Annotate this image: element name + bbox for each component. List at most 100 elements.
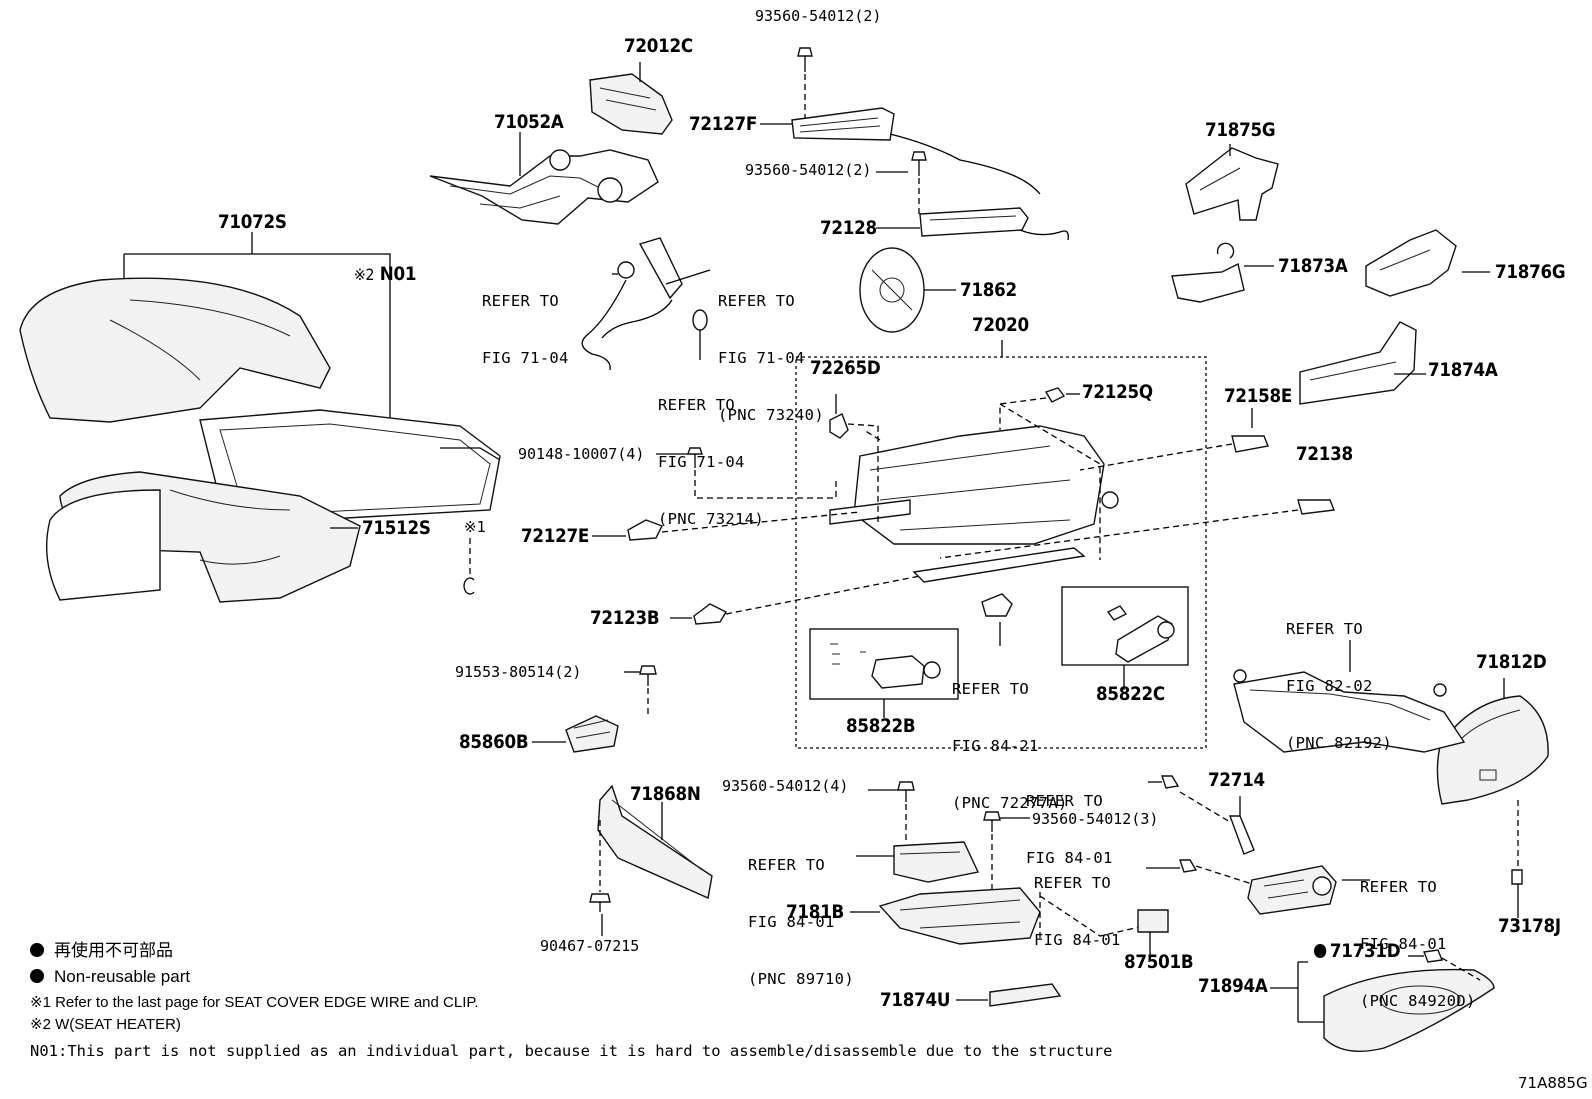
switch-84920D-drawing [1247,865,1337,915]
label-71874A: 71874A [1428,359,1498,381]
refer-line: FIG 84-21 [952,737,1039,755]
bracket-71876G-drawing [1365,229,1457,297]
label-91553-80514: 91553-80514(2) [455,663,582,681]
frame-71052A-drawing [429,149,659,225]
clip-90467-drawing [589,893,611,912]
motor-85822C-drawing [1106,605,1175,663]
label-93560-54012-4: 93560-54012(4) [722,777,849,795]
label-71868N: 71868N [630,783,701,805]
label-85860B: 85860B [459,731,529,753]
refer-line: REFER TO [1360,878,1438,896]
label-90148-10007: 90148-10007(4) [518,445,645,463]
legend-note1: ※1 Refer to the last page for SEAT COVER… [30,994,479,1011]
label-71876G: 71876G [1495,261,1566,283]
legend-en-text: Non-reusable part [54,967,191,986]
label-71072S: 71072S [218,211,287,233]
label-71731D: 71731D [1314,940,1401,962]
label-90467-07215: 90467-07215 [540,937,640,955]
frame-fig8202-drawing [1233,669,1466,753]
refer-line: REFER TO [748,856,826,874]
refer-line: (PNC 84920D) [1360,992,1476,1010]
bracket-71873A-drawing [1171,242,1245,303]
legend-n01-note: N01:This part is not supplied as an indi… [30,1042,1113,1060]
seat-frame-72020-drawing [829,425,1119,583]
refer-fig-71-04-b: REFER TO FIG 71-04 (PNC 73240) [718,254,824,444]
refer-line: (PNC 73240) [718,406,824,424]
label-85822C: 85822C [1096,683,1165,705]
refer-fig-84-01-d: REFER TO FIG 84-01 (PNC 84920D) [1360,840,1476,1030]
harness-fig7104-drawing [581,237,708,371]
refer-fig-71-04-c: REFER TO FIG 71-04 (PNC 73214) [658,358,764,548]
label-72158E: 72158E [1224,385,1293,407]
refer-line: REFER TO [718,292,796,310]
mark-note1: ※1 [464,518,486,536]
refer-line: FIG 82-02 [1286,677,1373,695]
refer-fig-84-01-c: REFER TO FIG 84-01 [1034,836,1121,969]
label-71812D: 71812D [1476,651,1547,673]
non-reusable-dot-icon [1314,944,1327,958]
label-72125Q: 72125Q [1082,381,1153,403]
figure-code: 71A885G [1518,1074,1588,1092]
refer-fig-84-01-b: REFER TO FIG 84-01 (PNC 89710) [748,818,854,1008]
refer-line: FIG 84-01 [1034,931,1121,949]
label-71731D-text: 71731D [1329,940,1401,962]
label-71894A: 71894A [1198,975,1268,997]
legend-note2: ※2 W(SEAT HEATER) [30,1016,181,1033]
label-72020: 72020 [972,314,1029,336]
refer-line: FIG 71-04 [718,349,805,367]
refer-line: (PNC 73214) [658,510,764,528]
label-93560-54012-mid: 93560-54012(2) [745,161,872,179]
legend-jp: 再使用不可部品 [30,940,173,962]
label-87501B: 87501B [1124,951,1194,973]
label-73178J: 73178J [1498,915,1561,937]
label-72265D: 72265D [810,357,881,379]
refer-line: REFER TO [658,396,736,414]
label-85822B: 85822B [846,715,916,737]
refer-line: FIG 84-01 [1026,849,1113,867]
cover-71868N-drawing [597,784,713,900]
cover-72128-drawing [919,207,1069,241]
bolt-93560-mid-drawing [911,151,927,176]
refer-fig-71-04-a: REFER TO FIG 71-04 [482,254,569,387]
bolt-93560-top-drawing [797,47,813,72]
switch-85860B-drawing [565,715,619,753]
label-72714: 72714 [1208,769,1265,791]
pad-72012C-drawing [589,73,673,135]
seat-cover-71072S-drawing [19,277,331,423]
label-72012C: 72012C [624,35,693,57]
label-72127F: 72127F [689,113,758,135]
refer-line: FIG 71-04 [482,349,569,367]
refer-fig-84-01-a: REFER TO FIG 84-01 [1026,754,1113,887]
refer-line: REFER TO [1286,620,1364,638]
label-N01-text: N01 [379,263,417,285]
refer-line: FIG 71-04 [658,453,745,471]
label-7181B: 7181B [786,901,844,923]
refer-line: REFER TO [1034,874,1112,892]
label-72128: 72128 [820,217,877,239]
label-72138: 72138 [1296,443,1353,465]
refer-line: REFER TO [482,292,560,310]
label-93560-54012-3: 93560-54012(3) [1032,810,1159,828]
label-71873A: 71873A [1278,255,1348,277]
label-93560-54012-top: 93560-54012(2) [755,7,882,25]
refer-fig-82-02: REFER TO FIG 82-02 (PNC 82192) [1286,582,1392,772]
label-N01: ※2 N01 [354,263,417,285]
non-reusable-dot-icon [30,943,44,957]
legend-jp-text: 再使用不可部品 [54,941,173,960]
label-72123B: 72123B [590,607,660,629]
label-71052A: 71052A [494,111,564,133]
side-shield-71812D-drawing [1436,695,1549,805]
cover-71894A-drawing [1323,968,1495,1053]
rail-cover-71874A-drawing [1299,321,1417,405]
harness-72127F-drawing [791,107,1041,195]
mark-note2: ※2 [354,265,375,284]
refer-line: FIG 84-01 [1360,935,1447,953]
refer-fig-84-21: REFER TO FIG 84-21 (PNC 72277A) [952,642,1068,832]
label-72127E: 72127E [521,525,590,547]
refer-line: (PNC 82192) [1286,734,1392,752]
legend-en: Non-reusable part [30,966,190,988]
refer-line: REFER TO [952,680,1030,698]
refer-line: REFER TO [1026,792,1104,810]
ecu-89710-drawing [893,841,980,883]
